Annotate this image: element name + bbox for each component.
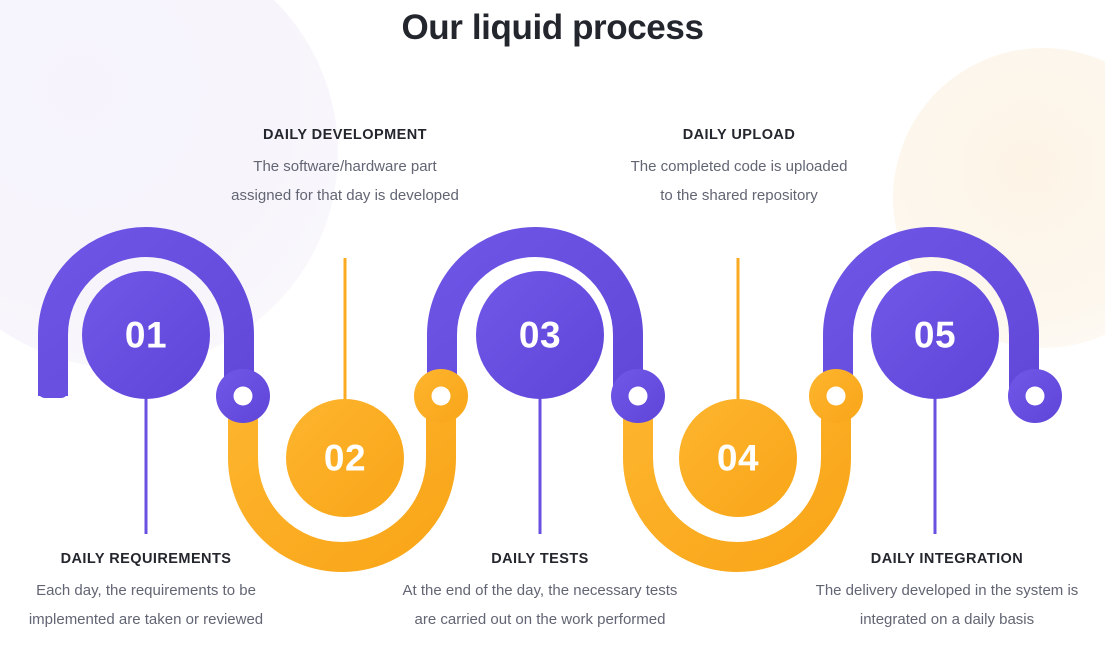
step-node-01[interactable]: 01: [82, 271, 210, 399]
step-node-03[interactable]: 03: [476, 271, 604, 399]
step-circle-03: [476, 271, 604, 399]
arc-03: [427, 227, 643, 396]
step-label-01: DAILY REQUIREMENTS Each day, the require…: [2, 551, 290, 634]
step-number-02: 02: [324, 438, 366, 479]
step-heading-04: DAILY UPLOAD: [682, 127, 796, 143]
step-node-04[interactable]: 04: [679, 399, 797, 517]
connector-03-04-hole: [628, 386, 648, 406]
step-body-05: The delivery developed in the system is …: [815, 582, 1079, 628]
step-circle-04: [679, 399, 797, 517]
step-number-04: 04: [717, 438, 759, 479]
step-body-02: The software/hardware part assigned for …: [231, 158, 459, 204]
connector-02-03-hole: [431, 386, 451, 406]
arc-05: [823, 227, 1039, 396]
step-circle-02: [286, 399, 404, 517]
step-number-01: 01: [125, 315, 167, 356]
step-body-04: The completed code is uploaded to the sh…: [630, 158, 848, 204]
step-number-05: 05: [914, 315, 956, 356]
arc-02: [228, 396, 456, 572]
connector-nodes: [216, 369, 1062, 423]
step-heading-02: DAILY DEVELOPMENT: [263, 127, 427, 143]
step-number-03: 03: [519, 315, 561, 356]
step-nodes: 01 02 03 04 05: [82, 271, 999, 517]
orange-ribbon: [228, 396, 851, 572]
step-circle-05: [871, 271, 999, 399]
step-heading-01: DAILY REQUIREMENTS: [60, 551, 232, 567]
connector-end-hole: [1025, 386, 1045, 406]
step-node-05[interactable]: 05: [871, 271, 999, 399]
step-circle-01: [82, 271, 210, 399]
step-stems: [144, 258, 937, 534]
step-heading-03: DAILY TESTS: [491, 551, 589, 567]
connector-01-02-hole: [233, 386, 253, 406]
step-label-04: DAILY UPLOAD The completed code is uploa…: [628, 127, 850, 210]
step-body-01: Each day, the requirements to be impleme…: [28, 582, 264, 628]
step-label-03: DAILY TESTS At the end of the day, the n…: [396, 551, 684, 634]
step-body-03: At the end of the day, the necessary tes…: [402, 582, 678, 628]
step-heading-05: DAILY INTEGRATION: [870, 551, 1024, 567]
connector-04-05-hole: [826, 386, 846, 406]
ribbon-start-cap: [38, 380, 68, 398]
arc-04: [623, 396, 851, 572]
arc-01: [38, 227, 254, 396]
page-title: Our liquid process: [401, 8, 704, 47]
step-label-05: DAILY INTEGRATION The delivery developed…: [803, 551, 1091, 634]
step-node-02[interactable]: 02: [286, 399, 404, 517]
step-label-02: DAILY DEVELOPMENT The software/hardware …: [224, 127, 466, 210]
purple-ribbon: [38, 227, 1039, 396]
